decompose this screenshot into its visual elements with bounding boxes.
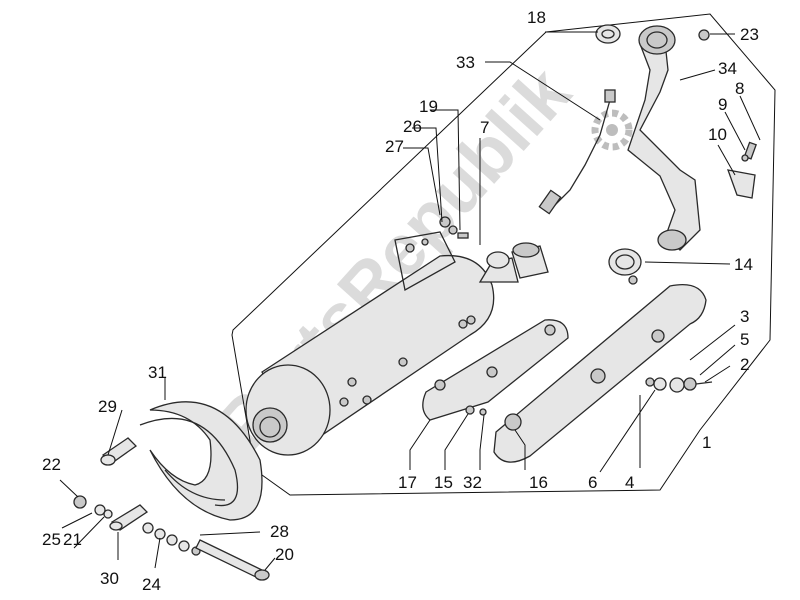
- long-bolt: [195, 539, 270, 581]
- callout-21: 21: [63, 530, 82, 549]
- callout-29: 29: [98, 397, 117, 416]
- flange-nut: [698, 29, 710, 41]
- callout-17: 17: [398, 473, 417, 492]
- assembly-frame: [231, 13, 776, 496]
- callout-labels: 1 2 3 4 5 6 7 8 9 10 14 15 16 17 18 19 2…: [42, 8, 759, 594]
- callout-10: 10: [708, 125, 727, 144]
- callout-19: 19: [419, 97, 438, 116]
- callout-34: 34: [718, 59, 737, 78]
- exhaust-pipe: [627, 25, 701, 251]
- callout-14: 14: [734, 255, 753, 274]
- callout-6: 6: [588, 473, 597, 492]
- callout-23: 23: [740, 25, 759, 44]
- leader-lines: [59, 31, 761, 571]
- callout-9: 9: [718, 95, 727, 114]
- callout-5: 5: [740, 330, 749, 349]
- callout-24: 24: [142, 575, 161, 594]
- washer-stack: [142, 522, 201, 556]
- exhaust-clamp: [608, 248, 642, 285]
- callout-16: 16: [529, 473, 548, 492]
- bracket-bolts: [439, 216, 469, 239]
- callout-22: 22: [42, 455, 61, 474]
- muffler-body: [245, 231, 519, 456]
- callout-15: 15: [434, 473, 453, 492]
- callout-3: 3: [740, 307, 749, 326]
- callout-4: 4: [625, 473, 634, 492]
- heat-shield: [493, 283, 707, 463]
- callout-18: 18: [527, 8, 546, 27]
- callout-33: 33: [456, 53, 475, 72]
- exhaust-gasket: [595, 24, 621, 44]
- muffler-bolts: [339, 315, 476, 407]
- lambda-sensor: [538, 89, 616, 215]
- callout-1: 1: [702, 433, 711, 452]
- callout-27: 27: [385, 137, 404, 156]
- muffler-bracket: [422, 319, 569, 421]
- mounting-hardware: [645, 377, 713, 393]
- gear-watermark-icon: [591, 109, 633, 151]
- guard-part: [139, 401, 263, 521]
- callout-2: 2: [740, 355, 749, 374]
- callout-28: 28: [270, 522, 289, 541]
- bracket-washer: [465, 405, 475, 415]
- callout-8: 8: [735, 79, 744, 98]
- callout-26: 26: [403, 117, 422, 136]
- callout-7: 7: [480, 118, 489, 137]
- callout-25: 25: [42, 530, 61, 549]
- callout-30: 30: [100, 569, 119, 588]
- spacer-part: [100, 437, 138, 466]
- callout-32: 32: [463, 473, 482, 492]
- pipe-bracket: [727, 141, 757, 199]
- bracket-nut: [479, 408, 487, 416]
- spacer-tube: [109, 504, 149, 531]
- callout-31: 31: [148, 363, 167, 382]
- sleeve-part: [511, 242, 549, 279]
- callout-20: 20: [275, 545, 294, 564]
- swingarm-hardware: [73, 495, 113, 519]
